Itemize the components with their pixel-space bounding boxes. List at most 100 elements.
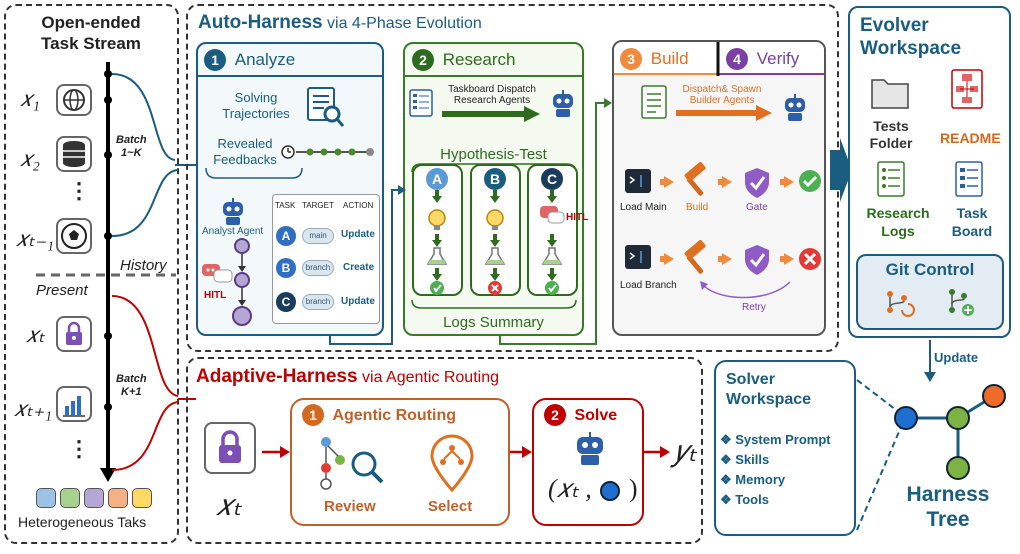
research-dispatch-line2: Research Agents — [453, 95, 531, 106]
logs-summary-label: Logs Summary — [443, 314, 544, 331]
build-header: 3 Build — [620, 48, 689, 70]
retry-label: Retry — [742, 302, 766, 313]
tests-folder-label: Tests Folder — [858, 118, 924, 152]
adaptive-harness-panel — [186, 357, 703, 544]
row-action: Update — [341, 296, 375, 307]
adaptive-harness-title-bold: Adaptive-Harness — [196, 366, 358, 387]
task-stream-title-line1: Open-ended — [41, 13, 141, 32]
verify-step-badge: 4 — [726, 48, 748, 70]
solver-item: ❖ Memory — [720, 472, 786, 487]
down-arrow — [432, 274, 442, 281]
tree-node — [946, 406, 970, 430]
evolver-title-line1: Evolver — [860, 15, 929, 36]
routing-step-badge: 1 — [302, 404, 324, 426]
task-color-swatch — [36, 488, 56, 508]
routing-label: Agentic Routing — [332, 407, 456, 424]
tests-line2: Folder — [869, 135, 913, 151]
row-target-pill: main — [302, 228, 334, 244]
harness-tree-line2: Tree — [926, 508, 970, 531]
auto-harness-title-bold: Auto-Harness — [198, 12, 323, 33]
research-logs-icon — [877, 161, 905, 197]
feedback-timeline-icon — [281, 145, 374, 159]
column-b-badge: B — [484, 168, 506, 190]
row-action: Create — [343, 262, 375, 273]
tests-line1: Tests — [873, 118, 909, 134]
builder-dispatch-label: Dispatch& Spawn Builder Agents — [676, 84, 768, 106]
solve-header: 2 Solve — [544, 404, 617, 426]
solve-pair-node — [600, 481, 621, 502]
research-hitl-label: HITL — [566, 212, 589, 223]
task-stream-title: Open-ended Task Stream — [6, 12, 176, 54]
auto-harness-title: Auto-Harness via 4-Phase Evolution — [198, 12, 482, 34]
solver-item: ❖ Tools — [720, 492, 769, 507]
down-arrow — [432, 196, 442, 203]
lock-icon — [56, 316, 92, 352]
xtp1-label: 𝑥ₜ₊₁ — [14, 396, 53, 421]
build-main-label: Build — [686, 202, 709, 213]
solving-line2: Trajectories — [222, 106, 290, 121]
row-target-pill: branch — [302, 260, 334, 276]
research-logs-label: Research Logs — [858, 204, 938, 240]
task-board-label: Task Board — [940, 204, 1004, 240]
task-board-icon — [955, 161, 983, 197]
task-color-swatch — [108, 488, 128, 508]
select-label: Select — [428, 498, 473, 515]
agentic-routing-header: 1 Agentic Routing — [302, 404, 456, 426]
batch2-label: Batch K+1 — [116, 373, 147, 399]
solve-label: Solve — [574, 407, 618, 424]
column-b-letter: B — [484, 168, 506, 190]
solve-pair: (𝑥ₜ , ) — [548, 474, 637, 505]
research-dispatch-line1: Taskboard Dispatch — [448, 84, 536, 95]
solver-item: ❖ Skills — [720, 452, 770, 467]
task-board-line2: Board — [951, 223, 993, 239]
folder-icon — [871, 79, 909, 109]
revealed-feedbacks-label: Revealed Feedbacks — [202, 136, 288, 168]
harness-tree-label: Harness Tree — [886, 482, 1010, 532]
evolver-title-line2: Workspace — [860, 38, 962, 59]
xt1-label: 𝑥ₜ₋₁ — [16, 226, 55, 251]
dots-1: ⋮ — [68, 178, 90, 203]
solver-title-line1: Solver — [726, 371, 775, 388]
solve-pair-close: ) — [628, 474, 638, 503]
adaptive-harness-title: Adaptive-Harness via Agentic Routing — [196, 366, 499, 388]
table-header-target: TARGET — [302, 201, 334, 210]
tree-node — [894, 406, 918, 430]
x1-label: 𝑥₁ — [20, 86, 40, 111]
build-step-badge: 3 — [620, 48, 642, 70]
hammer-icon — [684, 162, 706, 196]
table-row: C — [276, 292, 296, 312]
analyze-step-badge: 1 — [204, 49, 226, 71]
tree-node — [946, 456, 970, 480]
git-branch-add-icon — [949, 289, 974, 316]
down-arrow — [547, 274, 557, 281]
column-a-badge: A — [426, 168, 448, 190]
column-a-letter: A — [426, 168, 448, 190]
solving-line1: Solving — [234, 90, 278, 105]
git-control-label: Git Control — [885, 260, 975, 279]
analyze-flow-nodes — [232, 238, 252, 326]
readme-icon — [951, 69, 983, 109]
task-stream-title-line2: Task Stream — [41, 34, 141, 53]
revealed-line2: Feedbacks — [213, 152, 277, 167]
verify-label: Verify — [756, 49, 800, 68]
analyst-agent-label: Analyst Agent — [202, 226, 264, 237]
solver-title-line2: Workspace — [726, 391, 812, 408]
history-label: History — [120, 257, 167, 274]
down-arrow — [547, 196, 557, 203]
tree-node — [982, 384, 1006, 408]
solver-workspace-title: Solver Workspace — [726, 370, 811, 410]
xt-label: 𝑥ₜ — [26, 322, 45, 347]
batch2-line2: K+1 — [121, 386, 142, 398]
down-arrow — [490, 196, 500, 203]
research-agent-robot-icon — [553, 90, 573, 117]
research-label: Research — [442, 50, 516, 69]
builder-dispatch-line1: Dispatch& Spawn — [682, 84, 762, 95]
auto-harness-title-rest: via 4-Phase Evolution — [322, 15, 482, 32]
task-color-swatch — [132, 488, 152, 508]
column-c-letter: C — [541, 168, 563, 190]
success-check-icon — [430, 281, 444, 295]
